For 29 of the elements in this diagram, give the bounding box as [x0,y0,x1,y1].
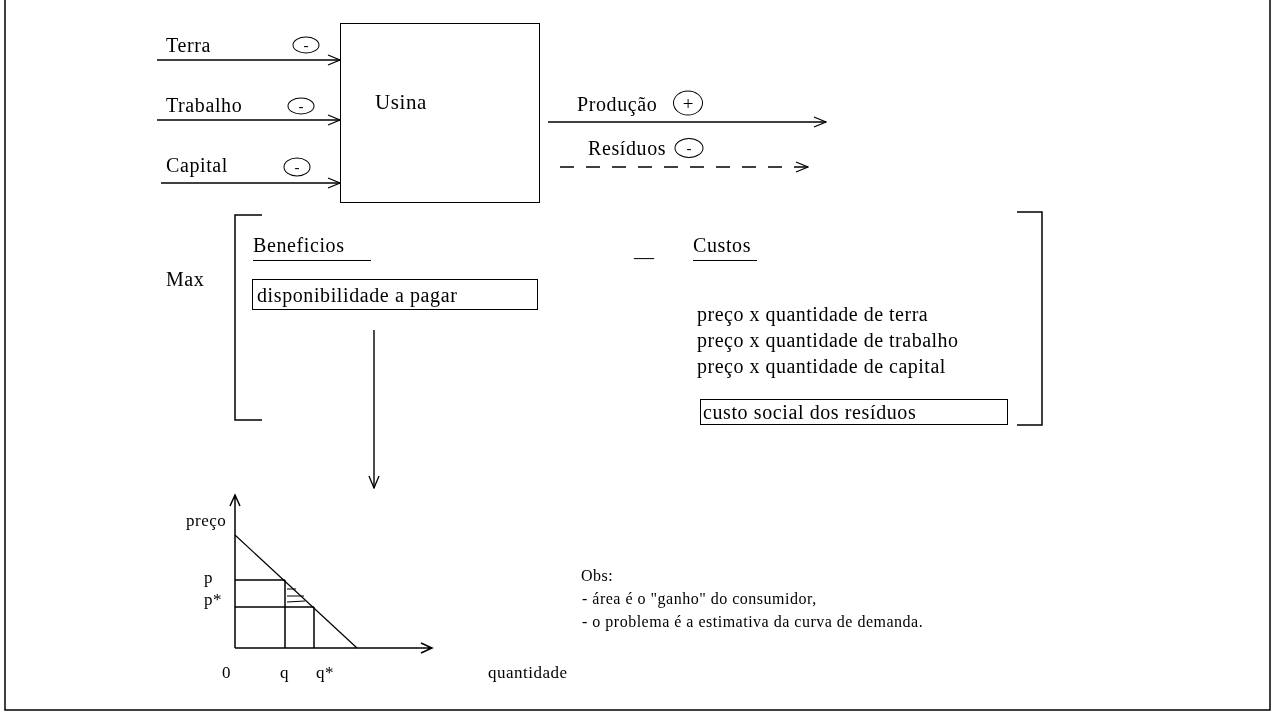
node-label: custo social dos resíduos [703,402,917,422]
minus-sign: — [634,246,654,268]
node-label: Usina [375,92,427,113]
arrow [559,161,809,173]
text-label: q [280,663,289,683]
arrow [160,177,341,189]
text-label: p* [204,590,222,610]
text-label: 0 [222,663,231,683]
arrow [156,54,341,66]
text-box [252,279,538,310]
text-box [700,399,1008,425]
node-label: disponibilidade a pagar [257,284,458,305]
text-label: Max [166,268,205,290]
text-label: preço x quantidade de capital [697,355,946,377]
text-label: Obs: [581,567,614,585]
text-label: - área é o "ganho" do consumidor, [582,590,817,608]
process-box [340,23,540,203]
text-label: - o problema é a estimativa da curva de demanda. [582,613,924,631]
heading-text: Custos [693,234,758,261]
text-label: preço [186,511,227,531]
text-label: p [204,568,213,588]
arrow [547,116,827,128]
text-label: quantidade [488,663,568,683]
text-label: q* [316,663,334,683]
text-label: preço x quantidade de terra [697,303,929,325]
heading-text: Beneficios [253,234,371,261]
arrow [156,114,341,126]
text-label: preço x quantidade de trabalho [697,329,959,351]
arrow [368,329,380,489]
